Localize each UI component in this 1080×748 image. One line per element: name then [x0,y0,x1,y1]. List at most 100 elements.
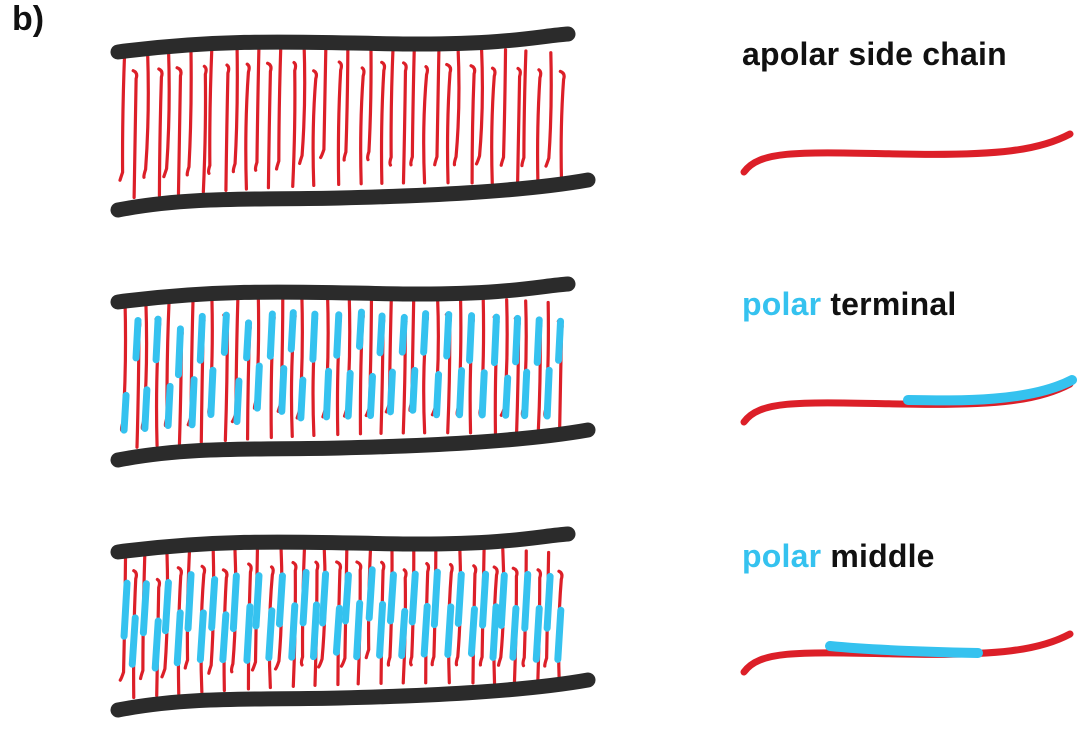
apolar-side-chain [544,51,553,168]
apolar-side-chain [311,69,319,188]
apolar-side-chain [433,44,441,167]
polar-segment [443,311,453,360]
apolar-side-chain [291,60,298,188]
polar-segment [220,311,230,356]
polar-segment [151,617,162,672]
legend-chain-apolar [740,130,1074,176]
backbone-top [110,26,576,60]
polar-segment [466,312,476,364]
apolar-side-chain [379,60,387,185]
polar-segment [509,604,520,661]
polar-segment [497,571,508,629]
polar-segment [398,313,408,356]
polar-segment [139,580,150,637]
polar-segment [252,572,263,630]
apolar-side-chain [336,60,344,187]
polar-segment [173,609,184,667]
polar-segment [409,366,419,414]
apolar-side-chain [157,67,164,197]
polar-segment [408,570,419,626]
polar-segment [554,606,565,663]
polar-segment [454,570,465,627]
apolar-side-chain [265,61,273,190]
polar-segment [233,377,243,426]
polar-segment [386,368,396,416]
bilayer-apolar [110,26,596,218]
polar-segment [555,317,565,364]
polar-segment [332,604,343,656]
polar-segment [319,570,330,627]
polar-segment [386,571,397,625]
polar-segment [243,603,254,664]
polar-segment [208,575,219,632]
legend-text: middle [830,538,935,574]
polar-segment [420,310,430,356]
polar-segment [376,600,387,659]
polar-segment [288,602,299,661]
polar-segment [120,391,130,434]
polar-segment [253,362,263,412]
polar-segment [543,366,553,420]
polar-segment [287,309,297,353]
polar-segment [376,312,386,357]
apolar-side-chain [469,64,477,185]
legend-text: apolar side chain [742,36,1007,72]
polar-segment [341,571,352,625]
legend-icon-polar-middle-chain [740,630,1074,676]
polar-segment [490,313,500,367]
apolar-side-chain [231,44,239,174]
polar-segment [467,605,478,657]
apolar-side-chain [409,43,416,167]
apolar-side-chain [558,69,566,186]
polar-segment [543,572,554,632]
polar-segment [207,366,217,418]
apolar-side-chain [445,62,453,185]
panel-label: b) [12,0,45,38]
polar-segment [309,310,319,363]
apolar-side-chain [474,46,485,166]
apolar-side-chain [185,47,193,177]
polar-segment [430,568,441,629]
polar-segment [355,308,365,350]
apolar-side-chain [535,68,543,186]
polar-segment [164,382,174,429]
polar-segment [433,371,443,419]
polar-segment [278,364,288,415]
polar-segment [502,374,512,419]
apolar-side-chain [142,50,150,179]
polar-segment [188,376,198,429]
polar-segment [297,376,307,422]
apolar-side-chain [131,69,139,200]
polar-segment [344,369,354,420]
apolar-side-chain [274,43,283,171]
apolar-side-chain [499,48,508,167]
polar-segment [265,607,276,662]
apolar-side-chain [201,64,208,194]
polar-segment [398,607,409,659]
apolar-side-chain [490,66,497,185]
apolar-side-chain [319,42,328,160]
polar-segment [512,314,522,366]
polar-segment [184,571,195,633]
legend-label-polar-terminal: polar terminal [742,288,956,320]
polar-segment [444,603,455,658]
polar-segment [132,316,142,362]
polar-segment [128,614,139,668]
apolar-side-chain [298,42,307,166]
backbone-bottom [110,172,596,218]
polar-segment [353,599,364,661]
apolar-side-chain [175,66,183,196]
legend-polar-word: polar [742,538,822,574]
legend-label-apolar: apolar side chain [742,38,1007,70]
legend-label-polar-middle: polar middle [742,540,935,572]
apolar-side-chain [206,46,214,175]
polar-segment [521,368,531,420]
polar-segment [174,325,184,379]
apolar-side-chain [401,61,408,185]
polar-segment [266,310,276,360]
apolar-side-chain [253,44,261,172]
legend-chain-polar-end [903,375,1077,406]
polar-segment [120,579,131,640]
apolar-side-chain [520,49,528,168]
polar-segment [161,579,172,635]
